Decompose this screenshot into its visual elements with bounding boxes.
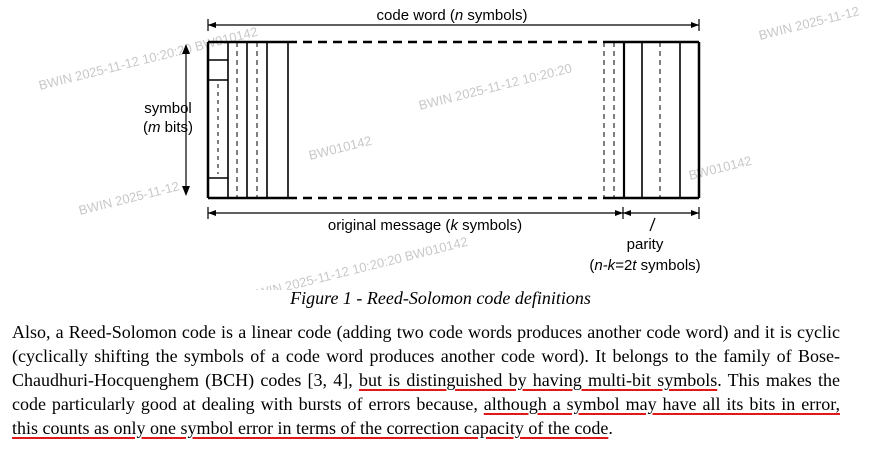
watermark-text: BW010142: [687, 153, 753, 183]
watermark-text: BWIN 2025-11-12 10:20:20 BW010142: [247, 234, 469, 290]
parity-label: parity: [627, 236, 664, 253]
underlined-annotation: although a symbol may have all its bits …: [12, 394, 840, 438]
code-word-frame: [206, 40, 701, 200]
original-message-label: original message (k symbols): [328, 217, 522, 234]
figure-caption: Figure 1 - Reed-Solomon code definitions: [290, 288, 591, 308]
watermark-layer: BWIN 2025-11-12 10:20:20 BW010142 BWIN 2…: [37, 3, 861, 290]
watermark-text: BW010142: [307, 133, 373, 163]
underlined-annotation: but is distinguished by having multi-bit…: [358, 370, 718, 390]
watermark-text: BWIN 2025-11-12 10:20:20: [417, 60, 573, 113]
symbol-label: symbol: [144, 100, 192, 117]
watermark-text: BWIN 2025-11-12: [757, 3, 861, 42]
paragraph-text: . This makes the code particularly good …: [12, 370, 841, 414]
symbol-arrow: [182, 44, 190, 196]
body-paragraph: Also, a Reed-Solomon code is a linear co…: [12, 320, 840, 440]
parity-arrow: [623, 207, 700, 232]
watermark-text: BWIN 2025-11-12: [77, 178, 181, 217]
watermark-text: BWIN 2025-11-12 10:20:20 BW010142: [37, 24, 259, 93]
symbol-bits-label: (m bits): [143, 119, 193, 136]
code-word-arrow: [207, 19, 700, 31]
reed-solomon-figure: BWIN 2025-11-12 10:20:20 BW010142 BWIN 2…: [37, 3, 861, 290]
code-word-label: code word (n symbols): [377, 7, 528, 24]
paragraph-text: .: [608, 418, 613, 438]
paragraph-text: Also, a Reed-Solomon code is a linear co…: [12, 322, 840, 390]
parity-count-label: (n-k=2t symbols): [589, 257, 700, 274]
